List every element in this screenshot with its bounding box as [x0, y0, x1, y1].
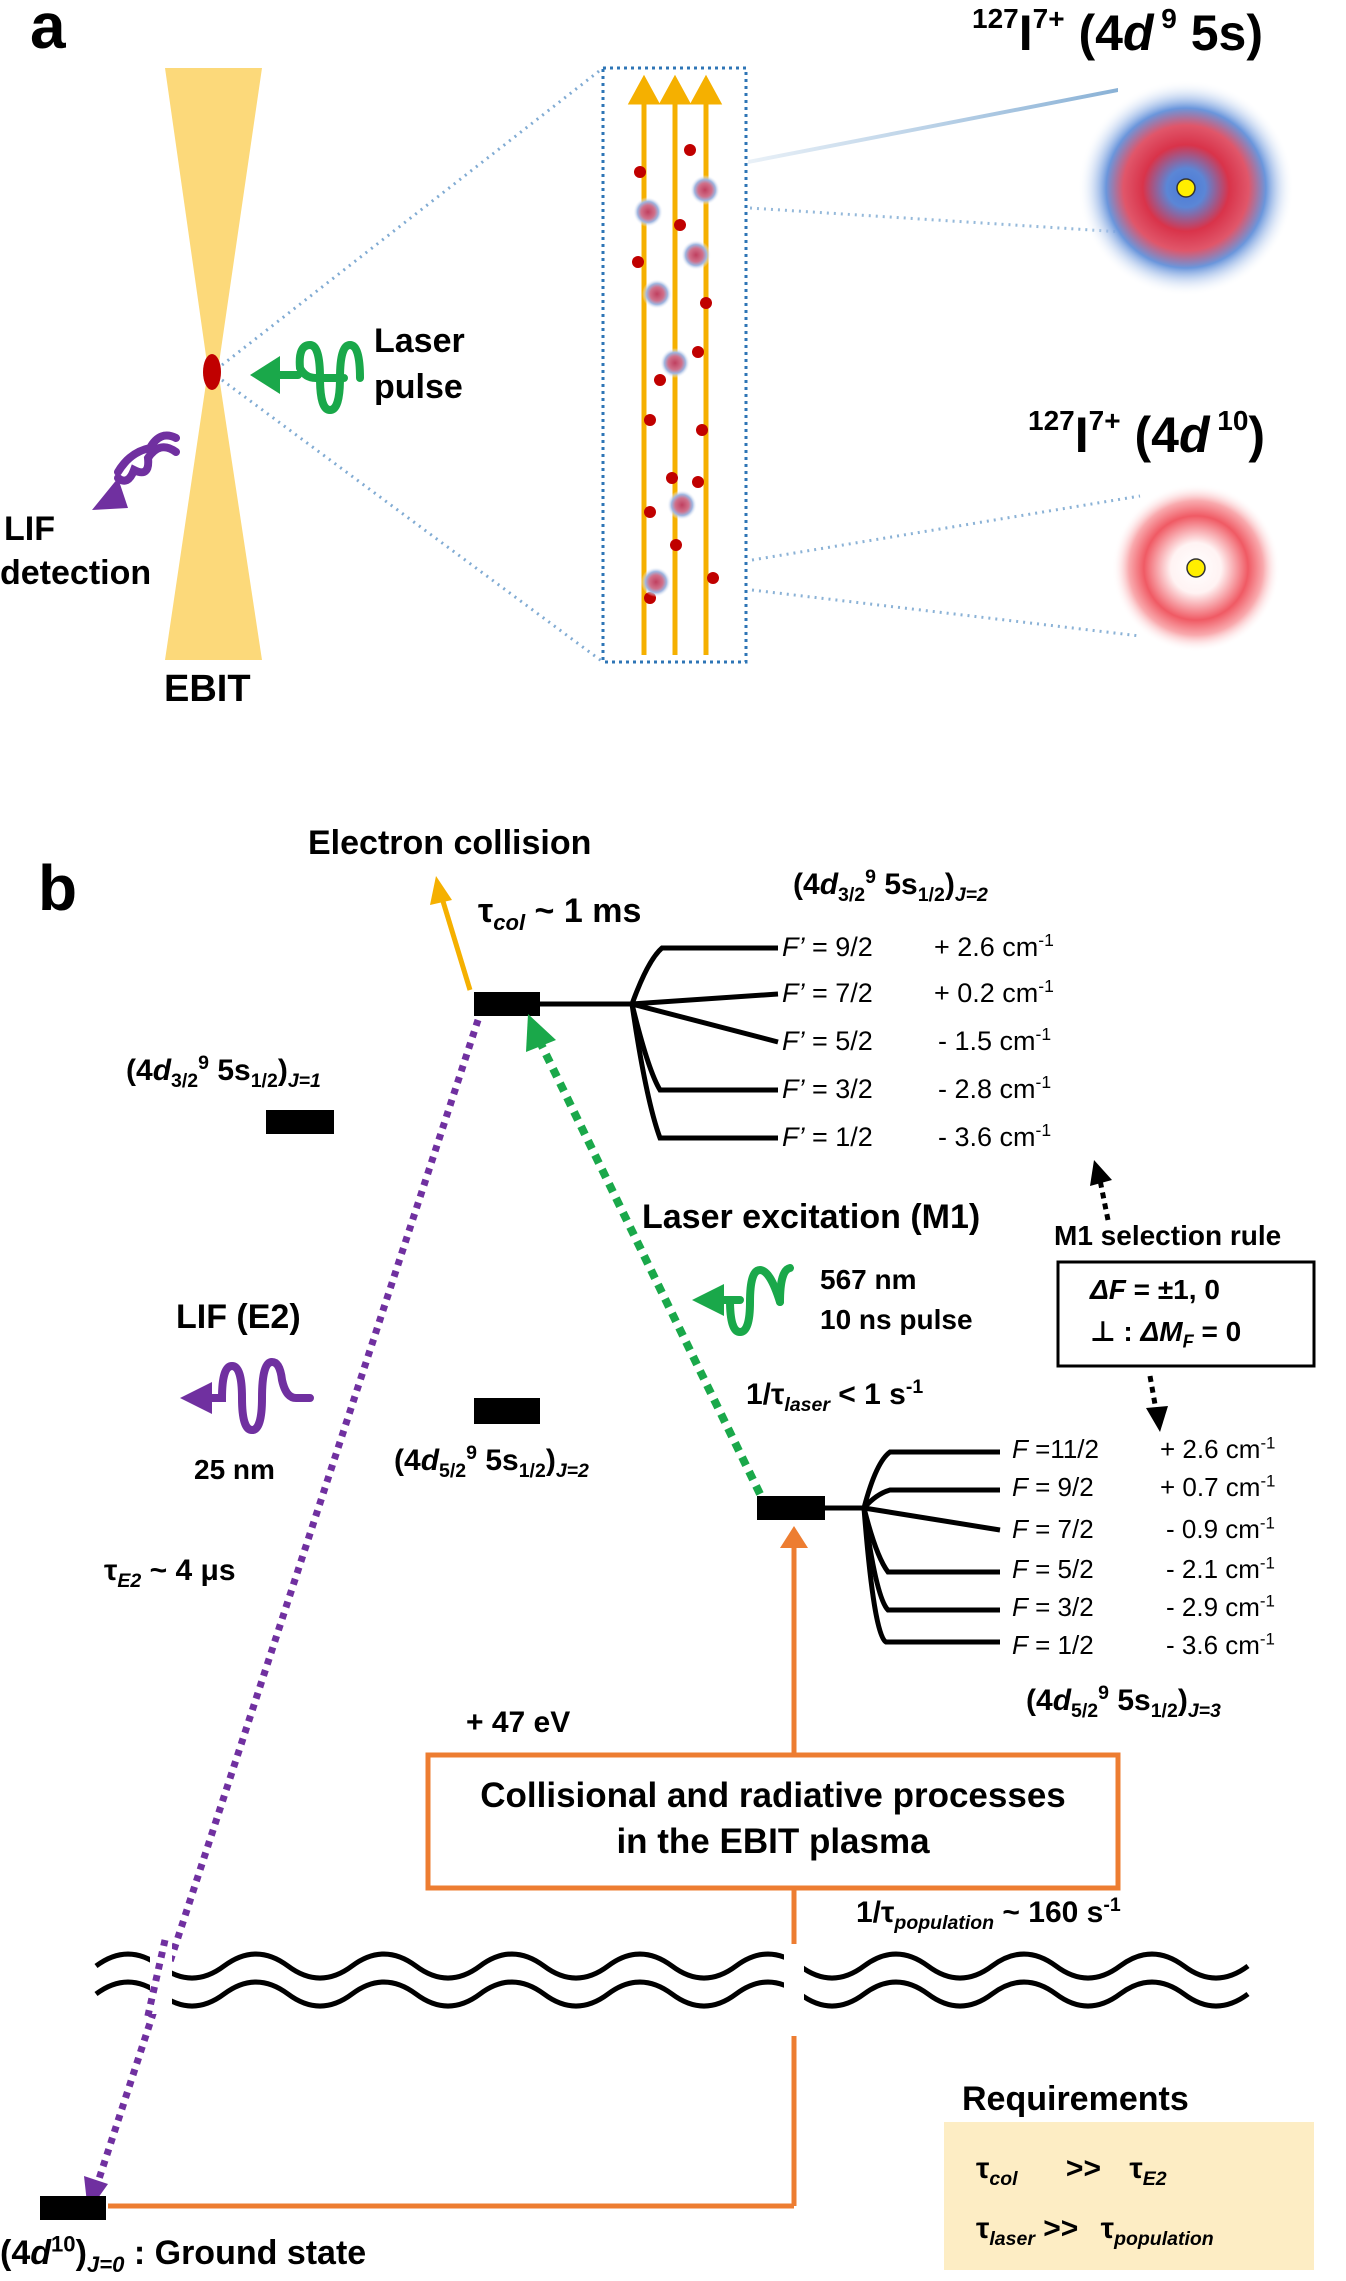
- m1-rule-line1: ΔF = ±1, 0: [1090, 1274, 1220, 1305]
- lif-e2-arrow: [84, 1018, 482, 2212]
- requirement-row-2: τlaser >> τpopulation: [976, 2212, 1214, 2250]
- m1-rule-arrows: [1097, 1179, 1159, 1411]
- hf-upper-row: F’ = 9/2: [782, 932, 873, 962]
- hf-lower-shift: - 0.9 cm-1: [1166, 1513, 1275, 1544]
- laser-pulse-wave-icon: [250, 340, 364, 415]
- process-box-line2: in the EBIT plasma: [616, 1822, 930, 1861]
- ion-particles: [632, 144, 719, 604]
- population-arrow: [108, 1548, 797, 2209]
- hf-upper-row: F’ = 7/2: [782, 978, 873, 1008]
- m1-rule-line2: ⊥ : ΔMF = 0: [1090, 1316, 1242, 1352]
- hf-lower-shift: - 3.6 cm-1: [1166, 1629, 1275, 1660]
- level-j1: [266, 1110, 334, 1134]
- ebit-label: EBIT: [164, 668, 251, 710]
- level-lower-j3: [757, 1496, 825, 1520]
- lif-photon-wave-icon: [92, 431, 180, 510]
- m1-rule-title: M1 selection rule: [1054, 1220, 1282, 1251]
- hf-lower-row: F = 3/2: [1012, 1592, 1094, 1622]
- break-wave-icon: [94, 1951, 1250, 2009]
- tau-population-label: 1/τpopulation ~ 160 s-1: [856, 1894, 1121, 1934]
- process-box: [425, 1752, 1121, 1891]
- hf-lower-shift: + 2.6 cm-1: [1160, 1433, 1276, 1464]
- laser-excitation-label: Laser excitation (M1): [642, 1198, 981, 1236]
- excited-ion-particles: [633, 175, 720, 597]
- hf-upper-shift: + 0.2 cm-1: [934, 976, 1054, 1008]
- hf-upper-shift: - 1.5 cm-1: [938, 1024, 1052, 1056]
- hf-upper-row: F’ = 1/2: [782, 1122, 873, 1152]
- hf-upper-shift: - 3.6 cm-1: [938, 1120, 1052, 1152]
- panel-a-label: a: [30, 0, 66, 62]
- ion-ground-label: 127I7+ (4d 10): [1028, 405, 1266, 463]
- hf-upper-shift: - 2.8 cm-1: [938, 1072, 1052, 1104]
- lower-hyperfine-fan: [861, 1449, 1001, 1645]
- requirements-title: Requirements: [962, 2080, 1189, 2118]
- zoom-box: [601, 66, 748, 664]
- tau-col-label: τcol ~ 1 ms: [478, 892, 642, 935]
- lif-photon-wave-icon: [180, 1357, 314, 1435]
- panel-b: [40, 876, 1316, 2270]
- ion-excited-label: 127I7+ (4d 9 5s): [972, 3, 1264, 61]
- level-upper-j2: [474, 992, 540, 1016]
- lif-label-line1: LIF: [4, 510, 55, 548]
- laser-pulse-label: 10 ns pulse: [820, 1304, 973, 1335]
- hf-lower-row: F = 9/2: [1012, 1472, 1094, 1502]
- hf-upper-row: F’ = 3/2: [782, 1074, 873, 1104]
- tau-e2-label: τE2 ~ 4 μs: [104, 1554, 236, 1592]
- level-ground: [40, 2196, 106, 2220]
- lif-wavelength-label: 25 nm: [194, 1454, 275, 1485]
- laser-excitation-arrow: [526, 1014, 764, 1496]
- electron-collision-arrow: [430, 876, 473, 991]
- upper-hyperfine-fan: [629, 945, 779, 1141]
- laser-label-line2: pulse: [374, 368, 463, 406]
- hf-lower-row: F = 5/2: [1012, 1554, 1094, 1584]
- laser-wavelength-label: 567 nm: [820, 1264, 917, 1295]
- upper-state-label: (4d3/29 5s1/2)J=2: [793, 866, 988, 906]
- electron-collision-label: Electron collision: [308, 824, 592, 862]
- energy-gap-label: + 47 eV: [466, 1706, 571, 1739]
- laser-pulse-wave-icon: [692, 1264, 794, 1337]
- level-52-j2: [474, 1398, 540, 1424]
- lower-state-label: (4d5/29 5s1/2)J=3: [1026, 1682, 1221, 1722]
- requirements-box: [944, 2122, 1314, 2270]
- hf-lower-row: F = 7/2: [1012, 1514, 1094, 1544]
- hf-upper-shift: + 2.6 cm-1: [934, 930, 1054, 962]
- ground-state-label: (4d10)J=0 : Ground state: [0, 2231, 367, 2277]
- panel-b-label: b: [38, 852, 78, 924]
- requirement-row-1: τcol >> τE2: [976, 2152, 1167, 2190]
- hf-lower-row: F = 1/2: [1012, 1630, 1094, 1660]
- m1-rule-box: [1056, 1260, 1316, 1368]
- electron-beam-arrows: [627, 74, 723, 655]
- laser-label-line1: Laser: [374, 322, 465, 360]
- hf-lower-row: F =11/2: [1012, 1434, 1099, 1464]
- ion-cloud-icon: [203, 354, 221, 390]
- j2-52-state-label: (4d5/29 5s1/2)J=2: [394, 1442, 589, 1482]
- hf-lower-shift: + 0.7 cm-1: [1160, 1471, 1276, 1502]
- panel-a: [92, 66, 1294, 664]
- lif-label-line2: detection: [0, 554, 152, 592]
- hf-upper-row: F’ = 5/2: [782, 1026, 873, 1056]
- tau-laser-label: 1/τlaser < 1 s-1: [746, 1376, 924, 1416]
- hf-lower-shift: - 2.9 cm-1: [1166, 1591, 1275, 1622]
- hf-lower-shift: - 2.1 cm-1: [1166, 1553, 1275, 1584]
- process-box-line1: Collisional and radiative processes: [480, 1776, 1066, 1815]
- j1-state-label: (4d3/29 5s1/2)J=1: [126, 1052, 321, 1092]
- lif-e2-label: LIF (E2): [176, 1298, 301, 1336]
